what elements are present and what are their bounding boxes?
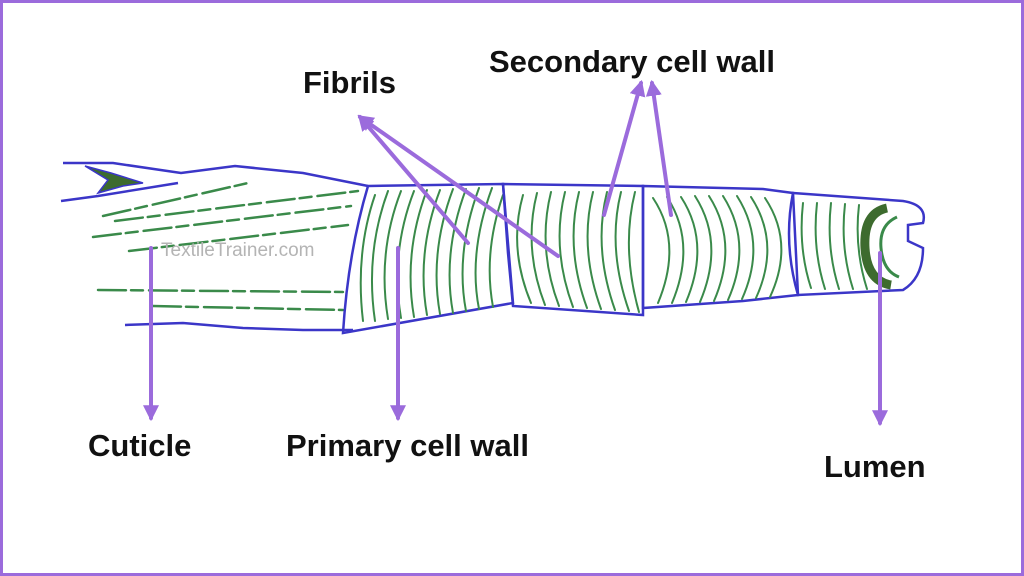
secondary-cell-wall-segment-1: [501, 182, 645, 317]
fibrils-label: Fibrils: [303, 65, 397, 100]
cuticle-fibril-lines: [91, 181, 360, 312]
secondary-wall-arrow-2: [645, 79, 673, 217]
lumen-ring: [860, 203, 893, 290]
label-arrows: [143, 79, 888, 427]
secondary-cell-wall-segment-2: [641, 184, 800, 310]
fibrils-arrow-1: [357, 114, 470, 245]
cuticle-label: Cuticle: [88, 428, 192, 463]
fibrils-arrow-2: [357, 115, 560, 258]
fiber-diagram: [60, 79, 926, 427]
lumen-label: Lumen: [824, 449, 926, 484]
primary-cell-wall-segment: [341, 182, 515, 335]
cuticle-section: [60, 161, 369, 332]
fiber-end-segment: [787, 191, 926, 297]
secondary-wall-arrow-1: [602, 79, 646, 217]
watermark-text: TextileTrainer.com: [161, 240, 315, 261]
primary-cell-wall-label: Primary cell wall: [286, 428, 529, 463]
secondary-cell-wall-label: Secondary cell wall: [489, 44, 776, 79]
